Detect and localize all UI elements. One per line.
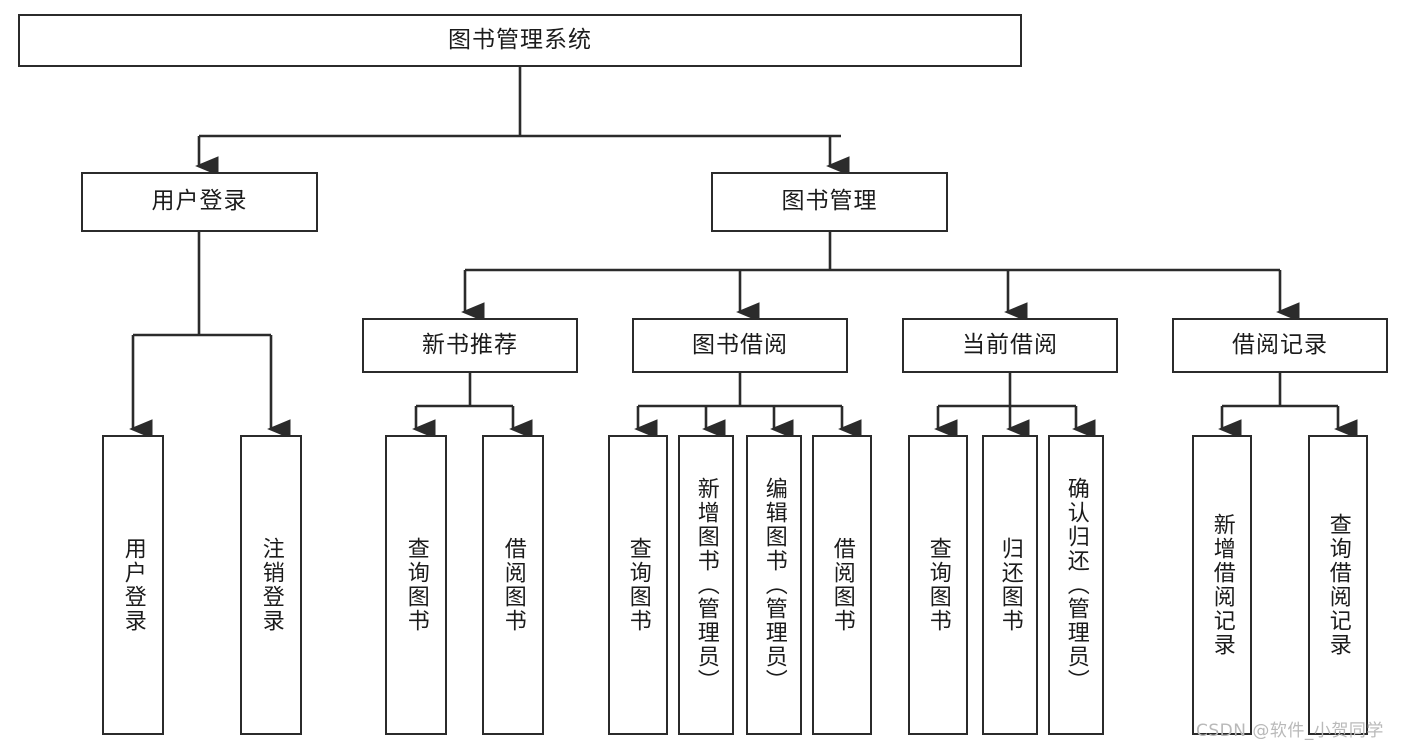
node-user-login[interactable]: 用户登录: [81, 172, 318, 232]
node-leaf-query-book-3[interactable]: 查询图书: [908, 435, 968, 735]
node-user-login-label: 用户登录: [151, 188, 248, 215]
node-new-book-recommend[interactable]: 新书推荐: [362, 318, 578, 373]
node-leaf-add-book[interactable]: 新增图书（管理员）: [678, 435, 734, 735]
node-borrow-record-label: 借阅记录: [1232, 331, 1328, 358]
node-leaf-query-book-2[interactable]: 查询图书: [608, 435, 668, 735]
node-leaf-return-book[interactable]: 归还图书: [982, 435, 1038, 735]
csdn-watermark: CSDN @软件_小贺同学: [1196, 721, 1384, 741]
node-leaf-borrow-book-1[interactable]: 借阅图书: [482, 435, 544, 735]
node-leaf-add-record[interactable]: 新增借阅记录: [1192, 435, 1252, 735]
node-leaf-add-record-label: 新增借阅记录: [1209, 513, 1235, 657]
node-leaf-query-book-3-label: 查询图书: [925, 537, 951, 633]
node-leaf-user-login-label: 用户登录: [120, 537, 146, 633]
node-current-borrow[interactable]: 当前借阅: [902, 318, 1118, 373]
node-borrow-record[interactable]: 借阅记录: [1172, 318, 1388, 373]
node-current-borrow-label: 当前借阅: [962, 331, 1058, 358]
node-leaf-edit-book[interactable]: 编辑图书（管理员）: [746, 435, 802, 735]
node-leaf-borrow-book-2-label: 借阅图书: [829, 537, 855, 633]
node-leaf-confirm-return-label: 确认归还（管理员）: [1063, 477, 1089, 693]
node-root[interactable]: 图书管理系统: [18, 14, 1022, 67]
node-leaf-edit-book-label: 编辑图书（管理员）: [761, 477, 787, 693]
node-root-label: 图书管理系统: [448, 26, 592, 53]
node-leaf-return-book-label: 归还图书: [997, 537, 1023, 633]
node-book-manage-label: 图书管理: [781, 188, 878, 215]
node-leaf-confirm-return[interactable]: 确认归还（管理员）: [1048, 435, 1104, 735]
node-leaf-query-record[interactable]: 查询借阅记录: [1308, 435, 1368, 735]
node-leaf-add-book-label: 新增图书（管理员）: [693, 477, 719, 693]
node-leaf-borrow-book-1-label: 借阅图书: [500, 537, 526, 633]
node-leaf-borrow-book-2[interactable]: 借阅图书: [812, 435, 872, 735]
node-book-manage[interactable]: 图书管理: [711, 172, 948, 232]
node-leaf-user-login[interactable]: 用户登录: [102, 435, 164, 735]
node-leaf-query-record-label: 查询借阅记录: [1325, 513, 1351, 657]
node-leaf-logout[interactable]: 注销登录: [240, 435, 302, 735]
node-leaf-logout-label: 注销登录: [258, 537, 284, 633]
node-leaf-query-book-1[interactable]: 查询图书: [385, 435, 447, 735]
node-new-book-recommend-label: 新书推荐: [422, 331, 518, 358]
node-book-borrow-label: 图书借阅: [692, 331, 788, 358]
node-leaf-query-book-2-label: 查询图书: [625, 537, 651, 633]
node-book-borrow[interactable]: 图书借阅: [632, 318, 848, 373]
node-leaf-query-book-1-label: 查询图书: [403, 537, 429, 633]
